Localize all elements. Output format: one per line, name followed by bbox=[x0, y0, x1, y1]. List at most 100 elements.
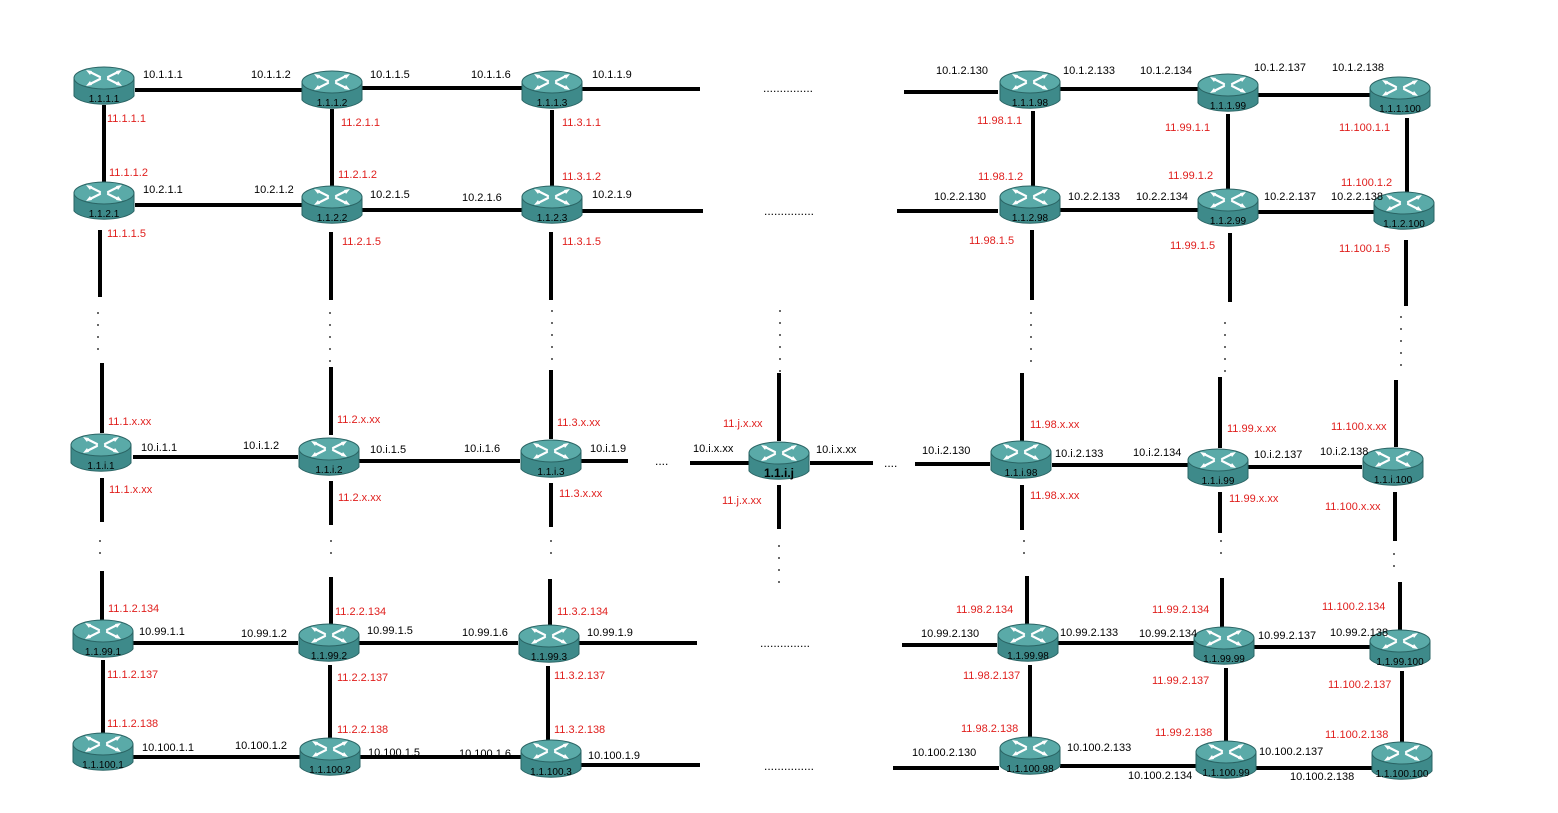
router-100-2[interactable]: 1.1.100.2 bbox=[298, 736, 362, 777]
vertical-ellipsis-dot bbox=[1400, 352, 1402, 354]
vertical-ellipsis-dot bbox=[551, 358, 553, 360]
router-label: 1.1.2.3 bbox=[537, 213, 568, 224]
router-label: 1.1.1.98 bbox=[1012, 98, 1049, 109]
row-ellipsis: .... bbox=[884, 456, 897, 470]
router-1-1-98[interactable]: 1.1.1.98 bbox=[998, 69, 1062, 110]
link-ip-label: 10.99.1.2 bbox=[241, 628, 287, 640]
router-99-3[interactable]: 1.1.99.3 bbox=[517, 623, 581, 664]
router-1-1-2[interactable]: 1.1.1.2 bbox=[300, 69, 364, 110]
interface-ip-label: 11.99.2.134 bbox=[1152, 604, 1209, 616]
router-i-j[interactable]: 1.1.i.j bbox=[747, 440, 811, 481]
router-100-98[interactable]: 1.1.100.98 bbox=[998, 735, 1062, 776]
router-99-2[interactable]: 1.1.99.2 bbox=[297, 622, 361, 663]
vertical-ellipsis-dot bbox=[1400, 340, 1402, 342]
router-99-98[interactable]: 1.1.99.98 bbox=[996, 622, 1060, 663]
link-ip-label: 10.99.2.137 bbox=[1258, 630, 1316, 642]
vertical-ellipsis-dot bbox=[1030, 336, 1032, 338]
router-label: 1.1.100.100 bbox=[1376, 769, 1429, 780]
interface-ip-label: 11.1.x.xx bbox=[108, 416, 152, 428]
interface-ip-label: 11.98.1.1 bbox=[977, 115, 1022, 127]
router-1-2-99[interactable]: 1.1.2.99 bbox=[1196, 187, 1260, 228]
interface-ip-label: 11.100.1.5 bbox=[1339, 243, 1390, 255]
interface-ip-label: 11.100.2.134 bbox=[1322, 601, 1385, 613]
link-ip-label: 10.i.1.5 bbox=[370, 444, 406, 456]
link-ip-label: 10.1.2.137 bbox=[1254, 62, 1306, 74]
router-1-1-99[interactable]: 1.1.1.99 bbox=[1196, 72, 1260, 113]
link-ip-label: 10.2.2.130 bbox=[934, 191, 986, 203]
interface-ip-label: 11.100.x.xx bbox=[1331, 421, 1387, 433]
router-100-3[interactable]: 1.1.100.3 bbox=[519, 738, 583, 779]
interface-ip-label: 11.3.1.2 bbox=[562, 171, 601, 183]
router-label: 1.1.1.1 bbox=[89, 94, 120, 105]
interface-ip-label: 11.99.1.5 bbox=[1170, 240, 1215, 252]
link-ip-label: 10.i.2.130 bbox=[922, 445, 970, 457]
vertical-ellipsis-dot bbox=[779, 358, 781, 360]
link-ip-label: 10.2.1.1 bbox=[143, 184, 183, 196]
router-1-2-3[interactable]: 1.1.2.3 bbox=[520, 184, 584, 225]
vertical-ellipsis-dot bbox=[1224, 322, 1226, 324]
router-1-2-2[interactable]: 1.1.2.2 bbox=[300, 184, 364, 225]
interface-ip-label: 11.98.2.134 bbox=[956, 604, 1013, 616]
vertical-ellipsis-dot bbox=[1030, 312, 1032, 314]
link-ip-label: 10.i.x.xx bbox=[816, 444, 857, 456]
interface-ip-label: 11.99.1.1 bbox=[1165, 122, 1210, 134]
vertical-ellipsis-dot bbox=[1393, 565, 1395, 567]
vertical-ellipsis-dot bbox=[99, 552, 101, 554]
router-1-2-100[interactable]: 1.1.2.100 bbox=[1372, 190, 1436, 231]
router-label: 1.1.99.100 bbox=[1376, 657, 1424, 668]
interface-ip-label: 11.2.2.134 bbox=[335, 606, 386, 618]
vertical-ellipsis-dot bbox=[329, 336, 331, 338]
router-99-1[interactable]: 1.1.99.1 bbox=[71, 618, 135, 659]
link-ip-label: 10.1.1.2 bbox=[251, 69, 291, 81]
router-label: 1.1.2.100 bbox=[1383, 219, 1425, 230]
routers-layer: 1.1.1.1 1.1.1.2 1.1.1.3 1.1.1.98 1.1.1.99 1.1… bbox=[69, 65, 1436, 781]
interface-ip-label: 11.1.2.134 bbox=[108, 603, 159, 615]
link-ip-label: 10.i.2.138 bbox=[1320, 446, 1368, 458]
interface-ip-label: 11.99.2.137 bbox=[1152, 675, 1209, 687]
interface-ip-label: 11.100.1.2 bbox=[1341, 177, 1392, 189]
router-1-2-98[interactable]: 1.1.2.98 bbox=[998, 184, 1062, 225]
router-100-99[interactable]: 1.1.100.99 bbox=[1194, 739, 1258, 780]
vertical-ellipsis-dot bbox=[1224, 334, 1226, 336]
link-ip-label: 10.100.1.1 bbox=[142, 742, 194, 754]
link-ip-label: 10.i.1.2 bbox=[243, 440, 279, 452]
router-i-2[interactable]: 1.1.i.2 bbox=[297, 436, 361, 477]
vertical-ellipsis-dot bbox=[330, 540, 332, 542]
vertical-ellipsis-dot bbox=[97, 348, 99, 350]
router-label: 1.1.99.3 bbox=[531, 652, 568, 663]
vertical-ellipsis-dot bbox=[779, 346, 781, 348]
link-ip-label: 10.i.x.xx bbox=[693, 443, 734, 455]
router-i-3[interactable]: 1.1.i.3 bbox=[519, 438, 583, 479]
router-i-100[interactable]: 1.1.i.100 bbox=[1361, 446, 1425, 487]
vertical-ellipsis-dot bbox=[551, 346, 553, 348]
router-100-100[interactable]: 1.1.100.100 bbox=[1370, 740, 1434, 781]
router-i-99[interactable]: 1.1.i.99 bbox=[1186, 447, 1250, 488]
vertical-ellipsis-dot bbox=[1224, 370, 1226, 372]
router-99-99[interactable]: 1.1.99.99 bbox=[1192, 625, 1256, 666]
link-ip-label: 10.100.1.5 bbox=[368, 747, 420, 759]
router-1-1-3[interactable]: 1.1.1.3 bbox=[520, 69, 584, 110]
router-label: 1.1.100.2 bbox=[309, 765, 351, 776]
interface-ip-label: 11.2.1.2 bbox=[338, 169, 377, 181]
vertical-ellipsis-dot bbox=[778, 545, 780, 547]
link-ip-label: 10.i.1.9 bbox=[590, 443, 626, 455]
link-ip-label: 10.99.2.133 bbox=[1060, 627, 1118, 639]
row-ellipsis: .... bbox=[655, 454, 668, 468]
router-i-1[interactable]: 1.1.i.1 bbox=[69, 432, 133, 473]
router-1-1-100[interactable]: 1.1.1.100 bbox=[1368, 75, 1432, 116]
link-ip-label: 10.i.2.134 bbox=[1133, 447, 1181, 459]
router-100-1[interactable]: 1.1.100.1 bbox=[71, 731, 135, 772]
interface-ip-label: 11.1.x.xx bbox=[109, 484, 153, 496]
vertical-ellipsis-dot bbox=[329, 312, 331, 314]
router-1-2-1[interactable]: 1.1.2.1 bbox=[72, 180, 136, 221]
interface-ip-label: 11.99.2.138 bbox=[1155, 727, 1212, 739]
router-i-98[interactable]: 1.1.i.98 bbox=[989, 439, 1053, 480]
router-99-100[interactable]: 1.1.99.100 bbox=[1368, 628, 1432, 669]
interface-ip-label: 11.j.x.xx bbox=[722, 495, 762, 507]
router-label: 1.1.99.1 bbox=[85, 647, 122, 658]
router-1-1-1[interactable]: 1.1.1.1 bbox=[72, 65, 136, 106]
interface-ip-label: 11.3.1.1 bbox=[562, 117, 601, 129]
link-ip-label: 10.2.2.137 bbox=[1264, 191, 1316, 203]
link-ip-label: 10.99.1.1 bbox=[139, 626, 185, 638]
